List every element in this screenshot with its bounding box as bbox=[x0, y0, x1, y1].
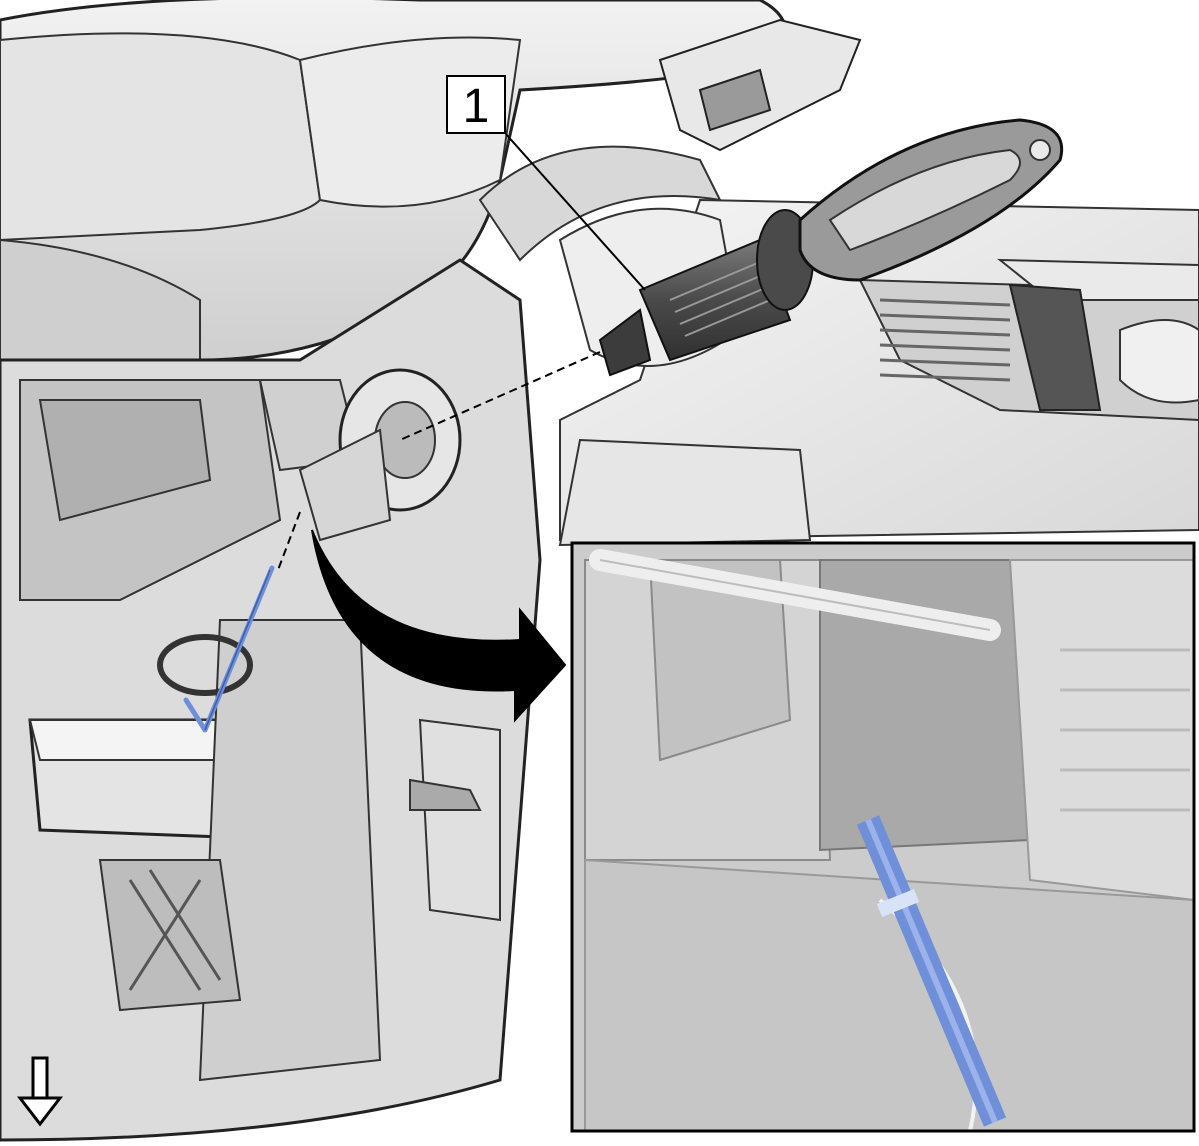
lock-cylinder bbox=[598, 209, 814, 377]
release-tool-closeup bbox=[856, 815, 1007, 1127]
detail-inset bbox=[570, 541, 1196, 1133]
callout-1: 1 bbox=[446, 75, 646, 291]
lattice-bracket bbox=[128, 869, 222, 991]
vent-louvers bbox=[879, 298, 1011, 382]
callout-box bbox=[446, 75, 506, 134]
callout-number: 1 bbox=[463, 80, 490, 133]
release-path-line bbox=[277, 511, 301, 571]
curved-arrow-icon bbox=[311, 529, 567, 723]
steering-column-housing bbox=[0, 258, 542, 1142]
ignition-lock-housing bbox=[298, 368, 462, 542]
down-arrow-icon bbox=[16, 1056, 64, 1127]
release-tool bbox=[183, 565, 275, 733]
instrument-panel bbox=[558, 198, 1199, 547]
ignition-key bbox=[798, 118, 1063, 282]
callout-leader-line bbox=[504, 132, 646, 291]
multifunction-stalks bbox=[478, 18, 862, 262]
installation-path-line bbox=[399, 351, 601, 441]
